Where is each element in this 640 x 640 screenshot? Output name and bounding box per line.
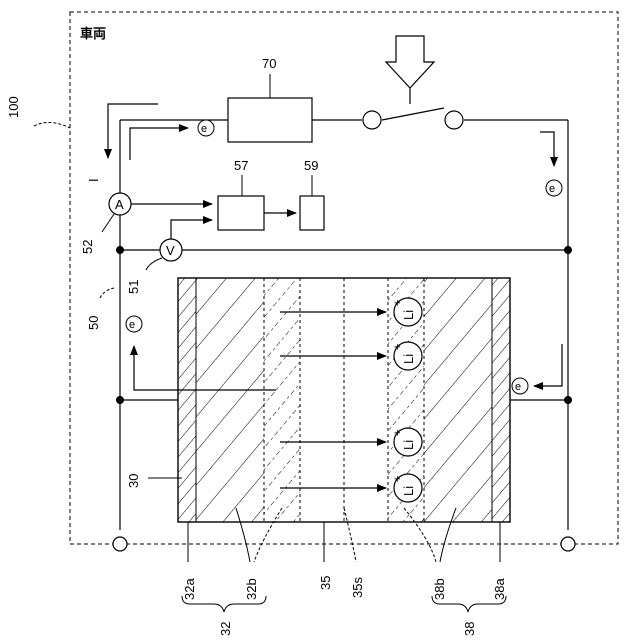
ref-52-leader <box>102 214 114 232</box>
ref-32: 32 <box>218 622 233 636</box>
ref-32b: 32b <box>244 578 259 600</box>
svg-text:A: A <box>115 197 124 212</box>
electron-icon: e <box>126 316 142 332</box>
svg-text:Li: Li <box>401 440 416 450</box>
ref-38a: 38a <box>492 578 507 600</box>
box-59 <box>300 196 324 230</box>
ref-70: 70 <box>262 56 276 71</box>
electron-icon: e <box>198 120 214 136</box>
ref-35: 35 <box>318 576 333 590</box>
ref-57: 57 <box>234 158 248 173</box>
current-arrow <box>108 104 158 158</box>
svg-text:e: e <box>201 123 207 135</box>
voltmeter-icon: V <box>160 239 182 261</box>
ref-51: 51 <box>126 280 141 294</box>
box-70 <box>228 98 312 142</box>
svg-text:e: e <box>515 381 521 393</box>
svg-text:+: + <box>392 476 404 482</box>
current-label: I <box>86 178 101 182</box>
ref-100: 100 <box>6 96 21 118</box>
ref-100-leader <box>34 122 70 128</box>
ref-50: 50 <box>86 316 101 330</box>
ammeter-icon: A <box>109 193 131 215</box>
svg-text:Li: Li <box>401 310 416 320</box>
vehicle-title: 車両 <box>80 26 106 42</box>
electron-icon: e <box>512 378 528 394</box>
ref-38: 38 <box>462 622 477 636</box>
ref-51-leader <box>146 258 162 270</box>
voltmeter-signal <box>171 220 212 239</box>
electron-flow-top <box>130 128 188 160</box>
svg-text:+: + <box>392 300 404 306</box>
battery-cell <box>178 278 510 522</box>
svg-text:e: e <box>549 183 555 195</box>
terminal-right <box>561 537 575 551</box>
ref-30: 30 <box>126 474 141 488</box>
svg-text:Li: Li <box>401 486 416 496</box>
arrow-down-icon <box>386 36 434 88</box>
ref-50-leader <box>100 288 114 298</box>
svg-text:+: + <box>392 430 404 436</box>
svg-text:e: e <box>129 319 135 331</box>
electron-flow-right <box>540 132 554 166</box>
terminal-left <box>113 537 127 551</box>
ref-38b: 38b <box>432 578 447 600</box>
ref-32a: 32a <box>182 578 197 600</box>
ref-35s: 35s <box>350 577 365 598</box>
svg-text:+: + <box>392 344 404 350</box>
box-57 <box>218 196 264 230</box>
ref-52: 52 <box>80 240 95 254</box>
ref-59: 59 <box>304 158 318 173</box>
electron-icon: e <box>546 180 562 196</box>
electron-flow-battery <box>534 344 562 386</box>
svg-text:V: V <box>166 243 175 258</box>
svg-text:Li: Li <box>401 354 416 364</box>
